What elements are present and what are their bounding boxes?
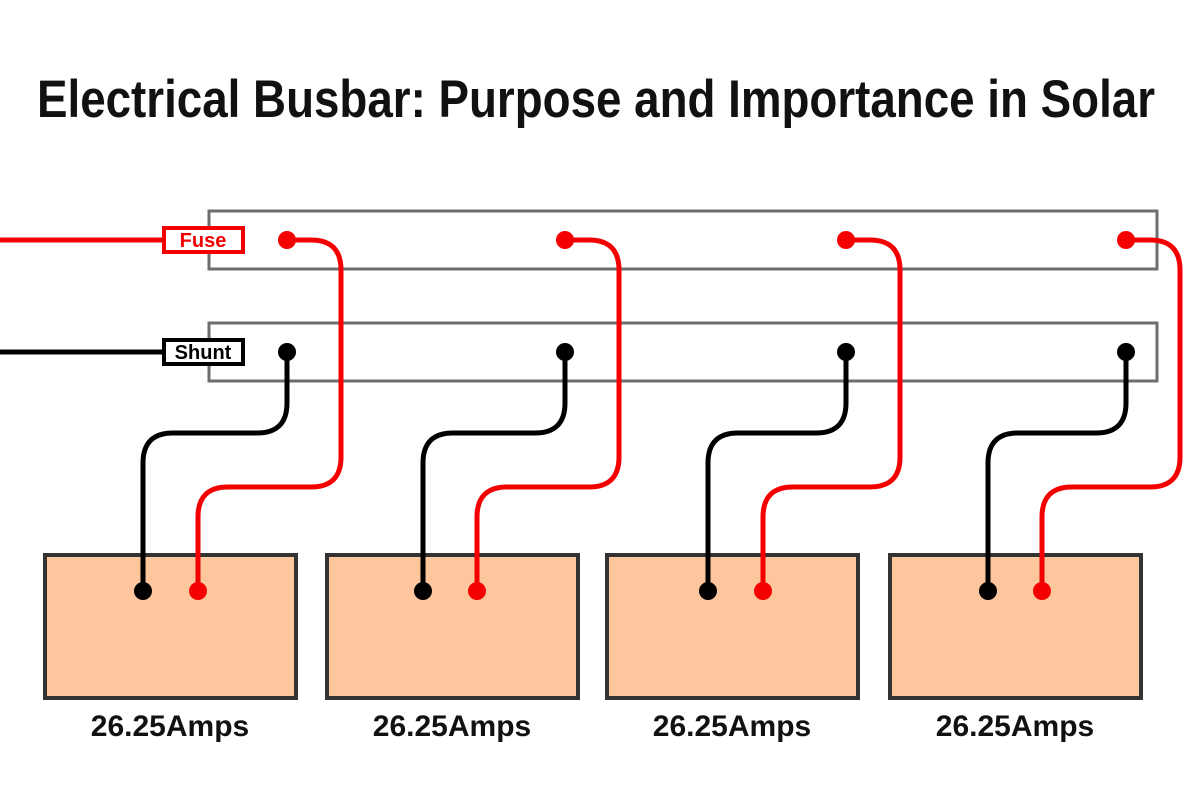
battery-amps-label: 26.25Amps bbox=[936, 710, 1094, 743]
shunt-tap-dot-2 bbox=[556, 343, 574, 361]
negative-terminal-dot-4 bbox=[979, 582, 997, 600]
battery-box bbox=[325, 553, 580, 700]
battery-3: 26.25Amps bbox=[605, 553, 860, 743]
negative-wire-3 bbox=[705, 352, 849, 591]
positive-wire-2 bbox=[474, 237, 622, 591]
page-title: Electrical Busbar: Purpose and Importanc… bbox=[37, 70, 1155, 129]
shunt-busbar bbox=[207, 321, 1159, 383]
fuse-tap-dot-2 bbox=[556, 231, 574, 249]
fuse-tap-dot-1 bbox=[278, 231, 296, 249]
fuse-busbar bbox=[207, 209, 1159, 271]
fuse-tap-dot-4 bbox=[1117, 231, 1135, 249]
shunt-tap-dot-1 bbox=[278, 343, 296, 361]
battery-2: 26.25Amps bbox=[325, 553, 580, 743]
battery-4: 26.25Amps bbox=[888, 553, 1143, 743]
shunt-label: Shunt bbox=[175, 342, 232, 364]
positive-wire-1 bbox=[195, 237, 344, 591]
shunt-tap-dot-3 bbox=[837, 343, 855, 361]
battery-amps-label: 26.25Amps bbox=[373, 710, 531, 743]
positive-terminal-dot-2 bbox=[468, 582, 486, 600]
shunt-label-box bbox=[162, 338, 245, 366]
negative-terminal-dot-3 bbox=[699, 582, 717, 600]
battery-amps-label: 26.25Amps bbox=[91, 710, 249, 743]
negative-terminal-dot-2 bbox=[414, 582, 432, 600]
fuse-label-box bbox=[162, 226, 245, 254]
positive-terminal-dot-3 bbox=[754, 582, 772, 600]
battery-box bbox=[605, 553, 860, 700]
negative-wire-4 bbox=[985, 352, 1129, 591]
fuse-label: Fuse bbox=[180, 230, 227, 252]
battery-1: 26.25Amps bbox=[43, 553, 298, 743]
positive-terminal-dot-4 bbox=[1033, 582, 1051, 600]
positive-wire-3 bbox=[760, 237, 903, 591]
fuse-tap-dot-3 bbox=[837, 231, 855, 249]
negative-wire-1 bbox=[140, 352, 290, 591]
negative-terminal-dot-1 bbox=[134, 582, 152, 600]
negative-wire-2 bbox=[420, 352, 568, 591]
battery-box bbox=[43, 553, 298, 700]
positive-terminal-dot-1 bbox=[189, 582, 207, 600]
battery-box bbox=[888, 553, 1143, 700]
positive-wire-4 bbox=[1039, 237, 1183, 591]
shunt-tap-dot-4 bbox=[1117, 343, 1135, 361]
battery-amps-label: 26.25Amps bbox=[653, 710, 811, 743]
